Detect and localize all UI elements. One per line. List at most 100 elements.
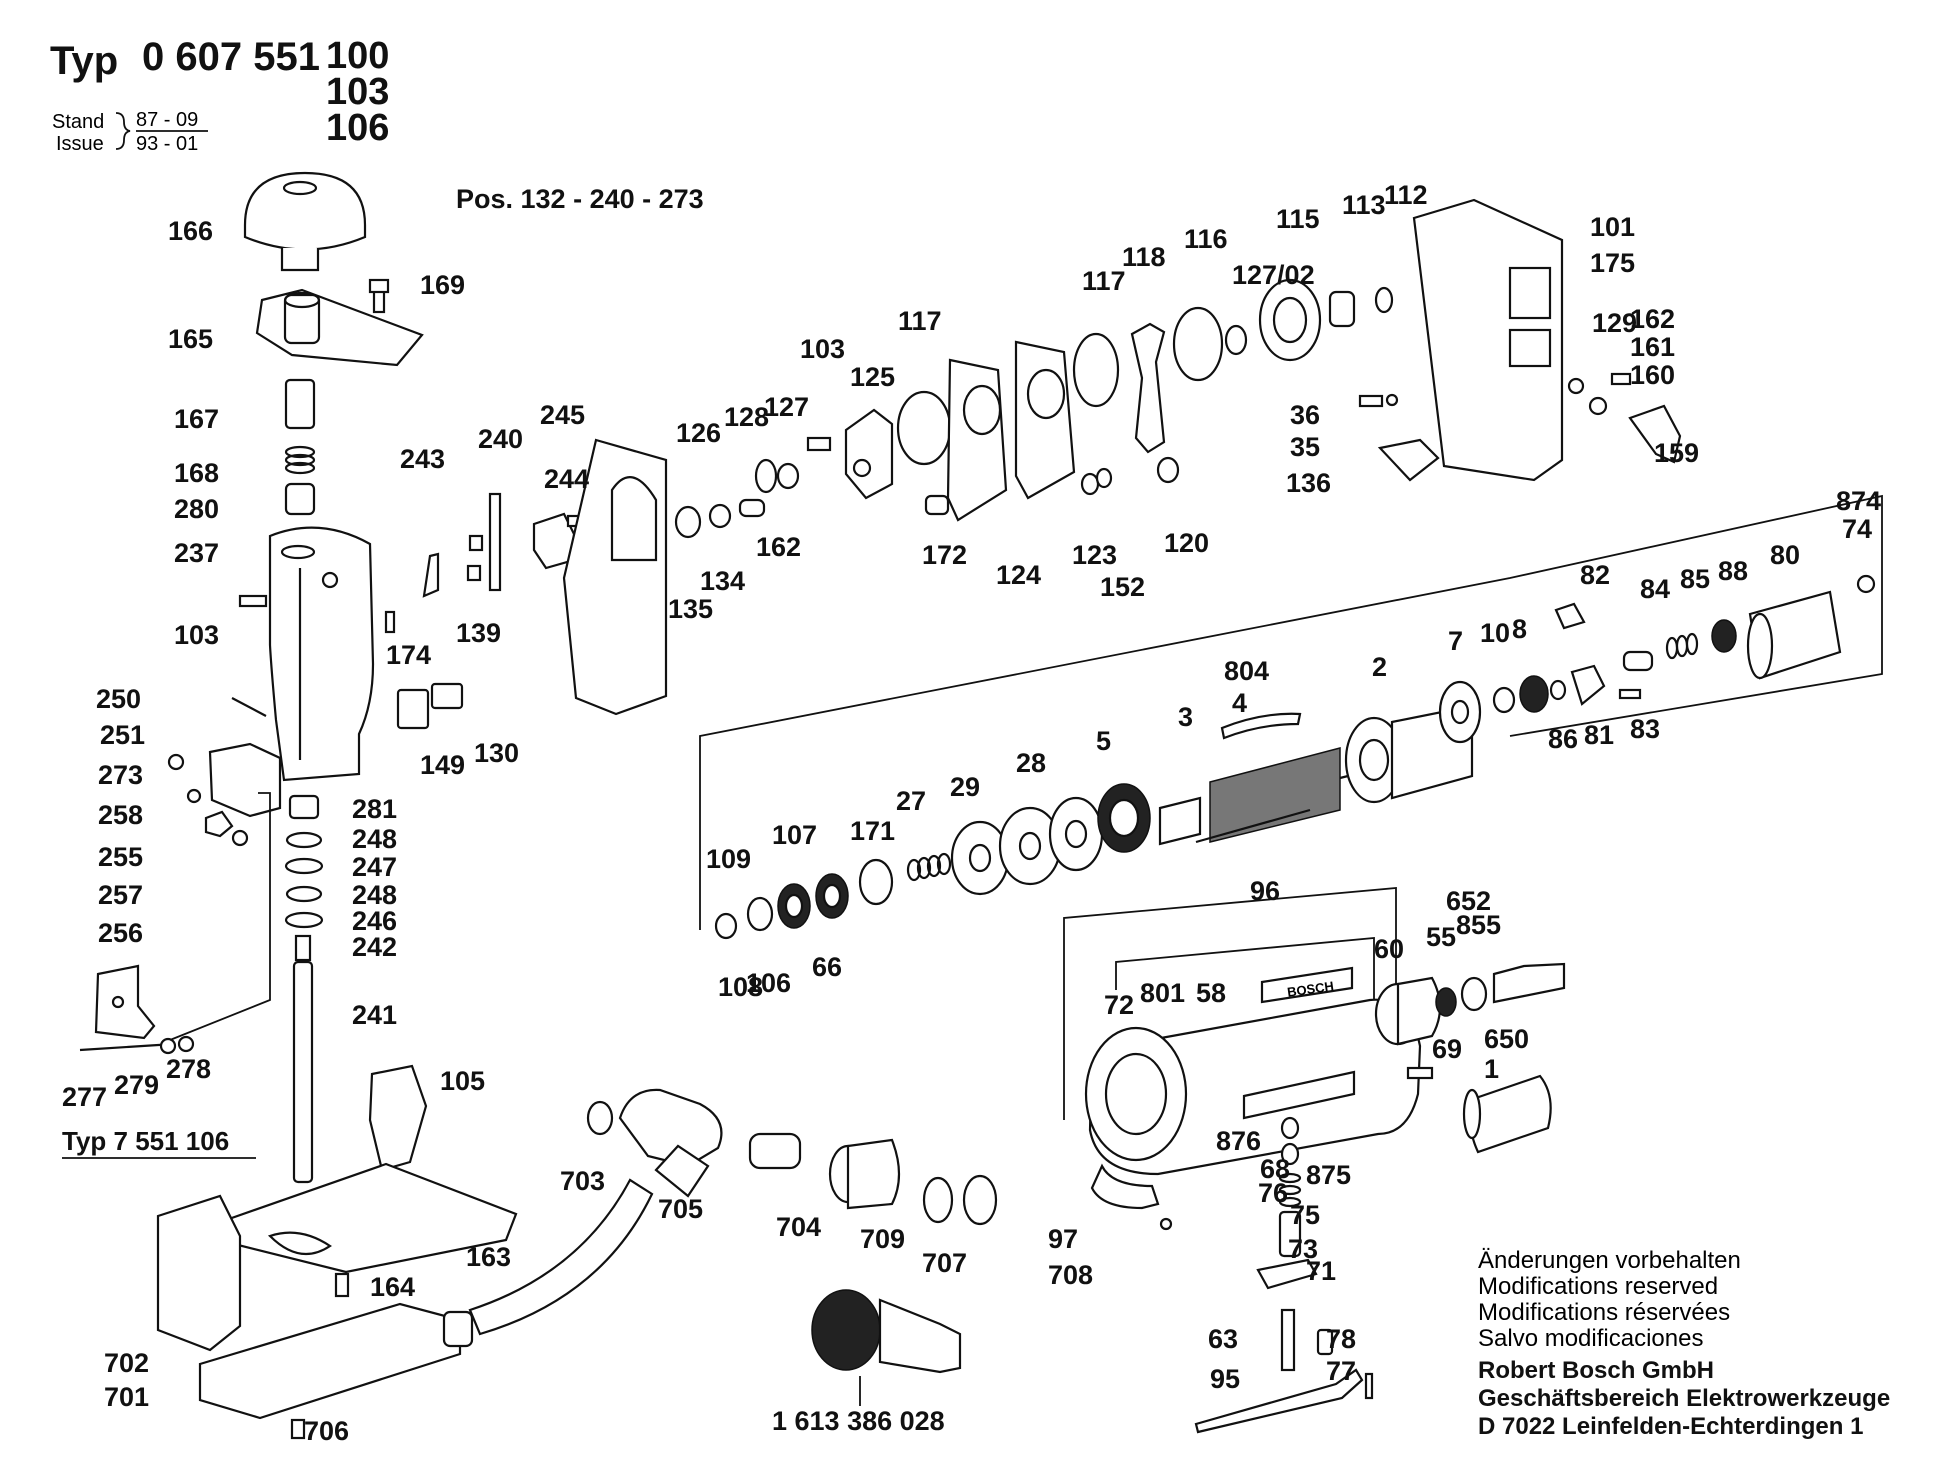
part-number-label: 27	[896, 786, 926, 816]
part-number-label: 152	[1100, 572, 1145, 602]
company-address: D 7022 Leinfelden-Echterdingen 1	[1478, 1413, 1863, 1440]
part-labels: 1661691651671682802371031742502512732582…	[62, 180, 1881, 1446]
part-number-label: 73	[1288, 1234, 1318, 1264]
part-number-label: 101	[1590, 212, 1635, 242]
disclaimer-fr: Modifications réservées	[1478, 1299, 1730, 1326]
part-number-label: 117	[1082, 266, 1126, 296]
part-number-label: 171	[850, 816, 895, 846]
part-number-label: 248	[352, 824, 397, 854]
part-number-label: 251	[100, 720, 145, 750]
position-note: Pos. 132 - 240 - 273	[456, 184, 704, 214]
part-number-label: 874	[1836, 486, 1881, 516]
part-number-label: 80	[1770, 540, 1800, 570]
part-number-label: 652	[1446, 886, 1491, 916]
stand-value: 87 - 09	[136, 109, 198, 131]
part-number-label: 172	[922, 540, 967, 570]
dust-extraction-drawing	[468, 1088, 998, 1374]
part-number-label: 160	[1630, 360, 1675, 390]
issue-label: Issue	[56, 133, 104, 155]
part-number-label: 126	[676, 418, 721, 448]
part-number-label: 124	[996, 560, 1041, 590]
part-number-label: 63	[1208, 1324, 1238, 1354]
part-number-label: 107	[772, 820, 817, 850]
part-number-label: 113	[1342, 190, 1386, 220]
part-number-label: 162	[756, 532, 801, 562]
part-number-label: 174	[386, 640, 431, 670]
part-number-label: 130	[474, 738, 519, 768]
part-number-label: 71	[1306, 1256, 1336, 1286]
part-number-label: 244	[544, 464, 589, 494]
type-number: 0 607 551	[142, 35, 320, 79]
part-number-label: 88	[1718, 556, 1748, 586]
part-number-label: 135	[668, 594, 713, 624]
typ-label: Typ	[50, 39, 118, 83]
part-number-label: 240	[478, 424, 523, 454]
part-number-label: 281	[352, 794, 397, 824]
part-number-label: 804	[1224, 656, 1269, 686]
issue-value: 93 - 01	[136, 133, 198, 155]
part-number-label: 242	[352, 932, 397, 962]
part-number-label: 801	[1140, 978, 1185, 1008]
part-number-label: 166	[168, 216, 213, 246]
part-number-label: 246	[352, 906, 397, 936]
part-number-label: 255	[98, 842, 143, 872]
knob-shape	[243, 171, 367, 251]
part-number-label: 74	[1842, 514, 1872, 544]
part-number-label: 83	[1630, 714, 1660, 744]
part-number-label: 175	[1590, 248, 1635, 278]
part-number-label: 701	[104, 1382, 149, 1412]
left-assembly-drawing	[79, 171, 518, 1440]
part-number-label: 4	[1232, 688, 1247, 718]
stand-label: Stand	[52, 111, 104, 133]
part-number-label: 876	[1216, 1126, 1261, 1156]
part-number-label: 855	[1456, 910, 1501, 940]
motor-drawing	[699, 494, 1883, 940]
part-number-label: 165	[168, 324, 213, 354]
part-number-label: 250	[96, 684, 141, 714]
part-number-label: 136	[1286, 468, 1331, 498]
part-number-label: 134	[700, 566, 745, 596]
part-number-label: 278	[166, 1054, 211, 1084]
part-number-label: 149	[420, 750, 465, 780]
part-number-label: 129	[1592, 308, 1637, 338]
brand-plate-text: BOSCH	[1286, 978, 1335, 999]
part-number-label: 95	[1210, 1364, 1240, 1394]
part-number-label: 66	[812, 952, 842, 982]
part-number-label: 280	[174, 494, 219, 524]
part-number-label: 708	[1048, 1260, 1093, 1290]
part-number-label: 256	[98, 918, 143, 948]
company-name: Robert Bosch GmbH	[1478, 1357, 1714, 1384]
disclaimer-de: Änderungen vorbehalten	[1478, 1247, 1741, 1274]
part-number-label: 77	[1326, 1356, 1356, 1386]
part-number-label: 704	[776, 1212, 821, 1242]
part-number-label: 2	[1372, 652, 1387, 682]
part-number-label: 707	[922, 1248, 967, 1278]
part-number-label: 106	[746, 968, 791, 998]
company-division: Geschäftsbereich Elektrowerkzeuge	[1478, 1385, 1890, 1412]
part-number-label: 243	[400, 444, 445, 474]
part-number-label: 118	[1122, 242, 1166, 272]
part-number-label: 128	[724, 402, 769, 432]
part-number-label: 164	[370, 1272, 415, 1302]
part-number-label: 702	[104, 1348, 149, 1378]
part-number-label: 273	[98, 760, 143, 790]
variant-100: 100	[326, 35, 389, 77]
part-number-label: 69	[1432, 1034, 1462, 1064]
part-number-label: 78	[1326, 1324, 1356, 1354]
part-number-label: 28	[1016, 748, 1046, 778]
part-number-label: 58	[1196, 978, 1226, 1008]
part-number-label: 96	[1250, 876, 1280, 906]
part-number-label: 81	[1584, 720, 1614, 750]
part-number-label: 76	[1258, 1178, 1288, 1208]
footer-notes: Typ 7 551 106 1 613 386 028 Änderungen v…	[62, 1126, 1890, 1440]
part-number-label: 163	[466, 1242, 511, 1272]
variant-103: 103	[326, 71, 389, 113]
part-number-label: 127	[764, 392, 809, 422]
part-number-label: 258	[98, 800, 143, 830]
part-number-label: 245	[540, 400, 585, 430]
motor-housing-drawing: BOSCH	[1063, 887, 1566, 1434]
part-number-label: 159	[1654, 438, 1699, 468]
part-number-label: 60	[1374, 934, 1404, 964]
part-number-label: 241	[352, 1000, 397, 1030]
